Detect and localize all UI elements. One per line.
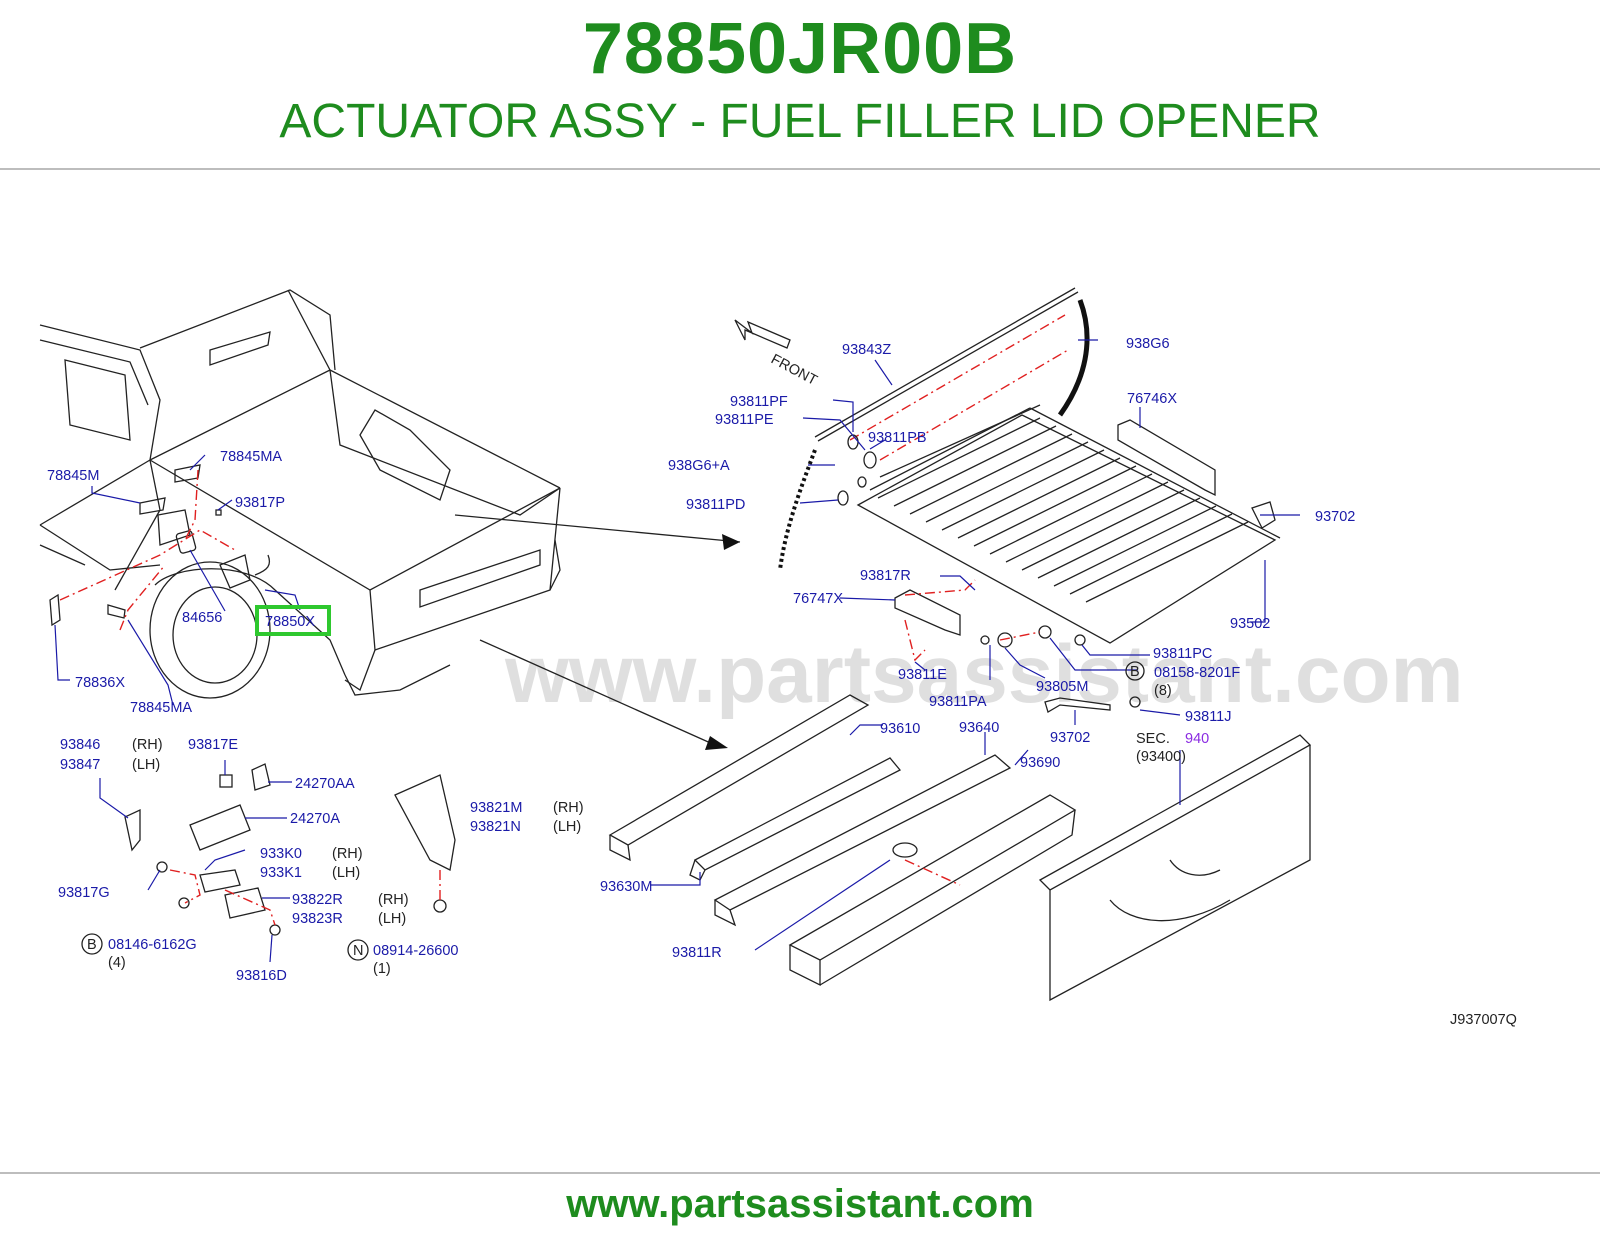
- parts-diagram: www.partsassistant.com: [0, 170, 1600, 1170]
- label-938G6[interactable]: 938G6: [1126, 336, 1170, 352]
- label-93811R[interactable]: 93811R: [672, 945, 722, 961]
- label-24270AA[interactable]: 24270AA: [295, 776, 355, 792]
- label-933K0[interactable]: 933K0: [260, 846, 302, 862]
- label-08146-qty: (4): [108, 955, 126, 971]
- label-93822R-rh: (RH): [378, 892, 409, 908]
- diagram-code: J937007Q: [1450, 1012, 1517, 1028]
- label-sec-940[interactable]: 940: [1185, 731, 1209, 747]
- badge-b-08158: B: [1130, 664, 1140, 680]
- front-label: FRONT: [768, 351, 820, 389]
- label-93821M[interactable]: 93821M: [470, 800, 522, 816]
- label-93817P[interactable]: 93817P: [235, 495, 285, 511]
- label-93690[interactable]: 93690: [1020, 755, 1060, 771]
- label-24270A[interactable]: 24270A: [290, 811, 340, 827]
- label-93816D[interactable]: 93816D: [236, 968, 287, 984]
- label-76747X[interactable]: 76747X: [793, 591, 843, 607]
- label-08914-qty: (1): [373, 961, 391, 977]
- label-93811J[interactable]: 93811J: [1185, 709, 1232, 725]
- label-08146-6162G[interactable]: 08146-6162G: [108, 937, 197, 953]
- small-parts-illustration: [99, 760, 456, 963]
- label-93811PC[interactable]: 93811PC: [1153, 646, 1212, 662]
- header-divider: [0, 168, 1600, 170]
- front-arrow-icon: FRONT: [734, 319, 820, 389]
- label-93502[interactable]: 93502: [1230, 616, 1270, 632]
- label-93846[interactable]: 93846: [60, 737, 100, 753]
- badge-b-08146: B: [87, 937, 97, 953]
- label-84656[interactable]: 84656: [182, 610, 222, 626]
- label-78845MA-top[interactable]: 78845MA: [220, 449, 282, 465]
- label-08158-qty: (8): [1154, 683, 1172, 699]
- frame-rails-illustration: [608, 694, 1312, 1002]
- label-08158-8201F[interactable]: 08158-8201F: [1154, 665, 1240, 681]
- label-93630M[interactable]: 93630M: [600, 879, 652, 895]
- label-93702-bottom[interactable]: 93702: [1050, 730, 1090, 746]
- label-93640[interactable]: 93640: [959, 720, 999, 736]
- label-933K1[interactable]: 933K1: [260, 865, 302, 881]
- label-93811PE[interactable]: 93811PE: [715, 412, 774, 428]
- label-933K1-lh: (LH): [332, 865, 360, 881]
- label-93821N-lh: (LH): [553, 819, 581, 835]
- label-76746X[interactable]: 76746X: [1127, 391, 1177, 407]
- label-78845M[interactable]: 78845M: [47, 468, 99, 484]
- page-header: 78850JR00B ACTUATOR ASSY - FUEL FILLER L…: [0, 0, 1600, 168]
- label-93811PD[interactable]: 93811PD: [686, 497, 745, 513]
- footer-divider: [0, 1172, 1600, 1174]
- label-93811PB[interactable]: 93811PB: [868, 430, 927, 446]
- label-933K0-rh: (RH): [332, 846, 363, 862]
- label-93821M-rh: (RH): [553, 800, 584, 816]
- label-08914-26600[interactable]: 08914-26600: [373, 943, 458, 959]
- label-93817G[interactable]: 93817G: [58, 885, 110, 901]
- label-78836X[interactable]: 78836X: [75, 675, 125, 691]
- label-93817E[interactable]: 93817E: [188, 737, 238, 753]
- label-93847-lh: (LH): [132, 757, 160, 773]
- callout-arrows: [454, 514, 741, 750]
- label-93811PA[interactable]: 93811PA: [929, 694, 987, 710]
- label-93610[interactable]: 93610: [880, 721, 920, 737]
- label-938G6-A[interactable]: 938G6+A: [668, 458, 730, 474]
- label-sec-prefix: SEC.: [1136, 731, 1170, 747]
- label-93843Z[interactable]: 93843Z: [842, 342, 891, 358]
- nut-n-badge: [347, 939, 369, 961]
- label-93822R[interactable]: 93822R: [292, 892, 343, 908]
- highlight-box: [255, 605, 331, 636]
- footer-url-link[interactable]: www.partsassistant.com: [566, 1182, 1034, 1226]
- label-93811E[interactable]: 93811E: [898, 667, 947, 683]
- label-93847[interactable]: 93847: [60, 757, 100, 773]
- label-93823R[interactable]: 93823R: [292, 911, 343, 927]
- truck-illustration: [39, 289, 561, 706]
- label-93846-rh: (RH): [132, 737, 163, 753]
- part-number-title: 78850JR00B: [582, 9, 1018, 89]
- badge-n-08914: N: [353, 943, 363, 959]
- label-93821N[interactable]: 93821N: [470, 819, 521, 835]
- label-93811PF[interactable]: 93811PF: [730, 394, 788, 410]
- part-description: ACTUATOR ASSY - FUEL FILLER LID OPENER: [279, 95, 1321, 148]
- label-93805M[interactable]: 93805M: [1036, 679, 1088, 695]
- parts-diagram-svg: www.partsassistant.com: [39, 287, 1517, 1028]
- bolt-b-badge: [1125, 661, 1145, 681]
- label-sec-ref: (93400): [1136, 749, 1186, 765]
- label-78845MA-bottom[interactable]: 78845MA: [130, 700, 192, 716]
- label-93823R-lh: (LH): [378, 911, 406, 927]
- bolt-b-badge-2: [81, 933, 103, 955]
- label-93817R[interactable]: 93817R: [860, 568, 911, 584]
- label-78850X-highlighted[interactable]: 78850X: [265, 614, 315, 630]
- bed-floor-illustration: [778, 287, 1300, 725]
- label-93702-top[interactable]: 93702: [1315, 509, 1355, 525]
